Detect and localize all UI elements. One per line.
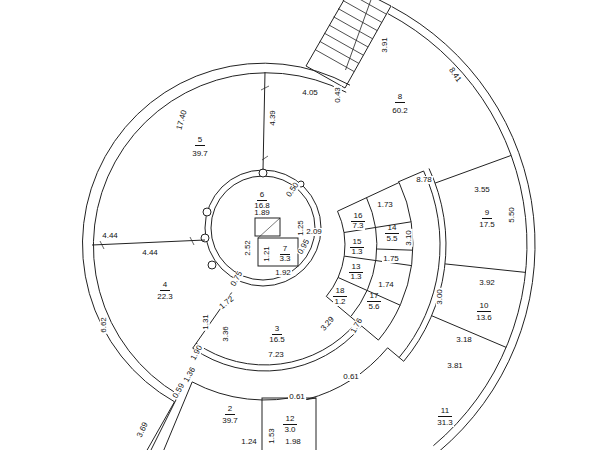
dimension-label: 3.91	[381, 36, 389, 54]
dimension-label: 1.24	[240, 438, 258, 446]
room-number: 8	[395, 93, 405, 103]
dimension-label: 39.7	[221, 417, 239, 425]
room-number: 16	[351, 212, 366, 222]
dimension-label: 0.75	[229, 269, 245, 288]
room-number: 9	[482, 209, 492, 219]
dimension-label: 0.59	[171, 381, 187, 400]
room-number: 3	[272, 325, 282, 335]
dimension-label: 4.44	[101, 232, 119, 240]
dimension-label: 1.90	[189, 343, 205, 362]
dimension-label: 4.05	[301, 89, 319, 97]
room-number: 10	[477, 302, 492, 312]
dimension-label: 1.74	[377, 281, 395, 289]
room-number: 12	[283, 415, 298, 425]
dimension-label: 3.69	[136, 420, 151, 439]
dimension-label: 1.3	[349, 273, 362, 281]
dimension-label: 5.5	[385, 235, 398, 243]
dimension-label: 0.61	[288, 393, 306, 401]
dimension-label: 1.76	[349, 316, 365, 335]
dimension-label: 60.2	[391, 107, 409, 115]
room-number: 5	[195, 136, 205, 146]
dimension-label: 3.29	[319, 315, 336, 334]
dimension-label: 3.55	[473, 186, 491, 194]
dimension-label: 1.75	[382, 255, 400, 263]
dimension-label: 1.53	[268, 427, 276, 445]
dimension-label: 22.3	[156, 293, 174, 301]
room-number: 6	[257, 191, 267, 201]
dimension-label: 3.3	[278, 255, 291, 263]
dimension-label: 4.44	[141, 249, 159, 257]
room-number: 18	[333, 287, 348, 297]
dimension-label: 0.43	[334, 86, 342, 104]
dimension-label: 3.18	[455, 336, 473, 344]
dimension-label: 1.92	[274, 269, 292, 277]
room-number: 7	[280, 245, 290, 255]
dimension-label: 8.41	[447, 66, 464, 85]
dimension-label: 3.0	[283, 426, 296, 434]
room-number: 13	[349, 263, 364, 273]
room-number: 4	[160, 281, 170, 291]
dimension-label: 2.09	[305, 228, 323, 236]
dimension-label: 7.23	[267, 351, 285, 359]
dimension-label: 3.00	[436, 288, 444, 306]
dimension-label: 1.31	[202, 313, 210, 331]
dimension-label: 5.50	[508, 206, 516, 224]
room-number: 2	[225, 405, 235, 415]
dimension-label: 3.81	[446, 362, 464, 370]
dimension-label: 1.3	[350, 248, 363, 256]
dimension-label: 6.62	[100, 316, 108, 334]
room-number: 14	[385, 224, 400, 234]
dimension-label: 1.72	[218, 294, 237, 311]
dimension-label: 3.36	[222, 325, 230, 343]
dimension-label: 16.5	[268, 336, 286, 344]
dimension-label: 0.61	[342, 373, 360, 381]
dimension-label: 17.40	[175, 108, 188, 131]
dimension-label: 7.3	[351, 222, 364, 230]
dimension-label: 3.92	[478, 279, 496, 287]
room-number: 17	[367, 292, 382, 302]
room-number: 11	[438, 407, 452, 417]
dimension-label: 5.6	[367, 303, 380, 311]
dimension-label: 31.3	[436, 419, 454, 427]
dimension-label: 1.73	[376, 201, 394, 209]
dimension-label: 2.52	[244, 239, 252, 257]
dimension-label: 13.6	[475, 314, 493, 322]
dimension-label: 8.78	[415, 176, 433, 184]
dimension-label: 1.98	[284, 438, 302, 446]
dimension-label: 39.7	[191, 150, 209, 158]
room-number: 15	[350, 238, 365, 248]
dimension-label: 3.10	[405, 229, 413, 247]
dimension-label: 1.21	[263, 245, 271, 263]
dimension-label: 17.5	[478, 221, 496, 229]
dimension-label: 1.36	[182, 365, 198, 384]
dimension-label: 1.25	[297, 219, 305, 237]
dimension-label: 1.2	[333, 298, 346, 306]
dimension-label: 1.89	[253, 209, 271, 217]
dimension-label: 4.39	[269, 109, 277, 127]
